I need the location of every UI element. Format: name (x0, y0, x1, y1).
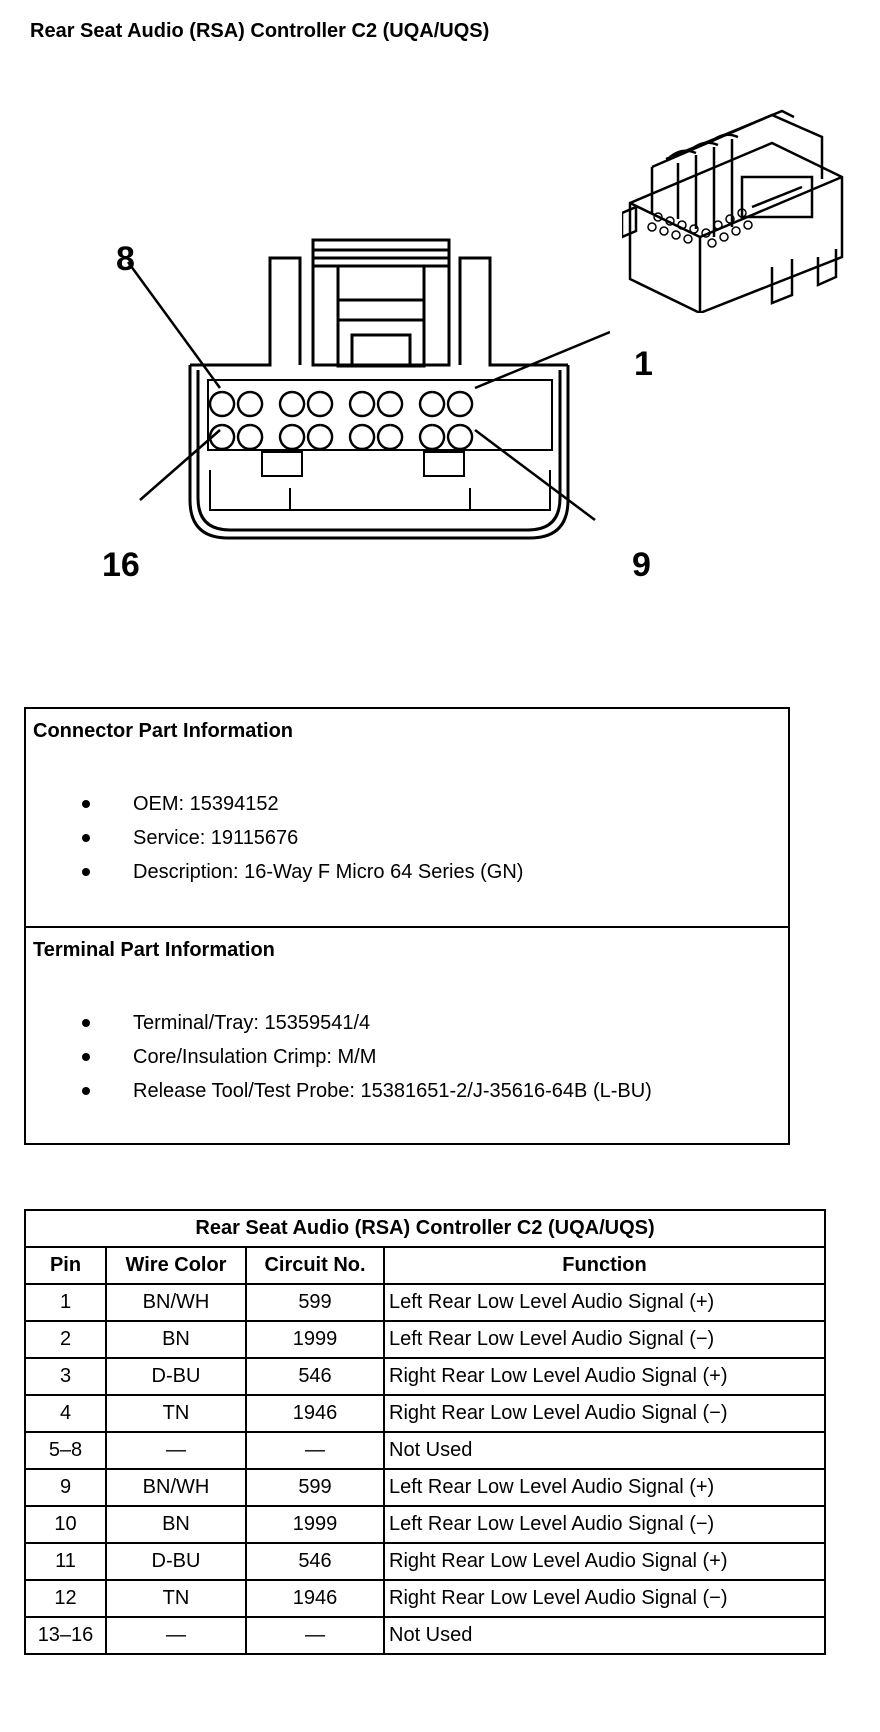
terminal-part-section: Terminal Part Information Terminal/Tray:… (26, 928, 788, 1143)
page-title: Rear Seat Audio (RSA) Controller C2 (UQA… (30, 20, 490, 42)
list-item: Core/Insulation Crimp: M/M (26, 1040, 652, 1074)
list-item: Description: 16-Way F Micro 64 Series (G… (26, 855, 523, 889)
pin-function-table: Rear Seat Audio (RSA) Controller C2 (UQA… (23, 1209, 827, 1655)
pin-label-1: 1 (634, 345, 653, 383)
bullet-icon (82, 868, 90, 876)
column-header: Function (382, 1246, 827, 1285)
pin-label-16: 16 (102, 546, 140, 584)
table-header-row: Pin Wire Color Circuit No. Function (24, 1246, 827, 1285)
column-header: Wire Color (105, 1246, 247, 1285)
terminal-part-heading: Terminal Part Information (33, 939, 275, 961)
list-item: Terminal/Tray: 15359541/4 (26, 1006, 652, 1040)
table-row: 5–8——Not Used (24, 1431, 827, 1470)
table-title-row: Rear Seat Audio (RSA) Controller C2 (UQA… (23, 1209, 827, 1248)
pin-label-9: 9 (632, 546, 651, 584)
column-header: Pin (24, 1246, 107, 1285)
table-title: Rear Seat Audio (RSA) Controller C2 (UQA… (23, 1209, 827, 1248)
terminal-part-list: Terminal/Tray: 15359541/4 Core/Insulatio… (26, 1006, 652, 1108)
connector-part-section: Connector Part Information OEM: 15394152… (26, 709, 788, 928)
list-item: Release Tool/Test Probe: 15381651-2/J-35… (26, 1074, 652, 1108)
pin-label-8: 8 (116, 240, 135, 278)
connector-part-list: OEM: 15394152 Service: 19115676 Descript… (26, 787, 523, 889)
bullet-icon (82, 800, 90, 808)
column-header: Circuit No. (245, 1246, 385, 1285)
bullet-icon (82, 1019, 90, 1027)
bullet-icon (82, 1053, 90, 1061)
part-information-box: Connector Part Information OEM: 15394152… (24, 707, 790, 1145)
table-row: 13–16——Not Used (24, 1616, 827, 1655)
connector-isometric-diagram (622, 109, 844, 313)
bullet-icon (82, 834, 90, 842)
list-item: Service: 19115676 (26, 821, 523, 855)
connector-part-heading: Connector Part Information (33, 720, 294, 742)
bullet-icon (82, 1087, 90, 1095)
connector-face-diagram (126, 238, 610, 540)
list-item: OEM: 15394152 (26, 787, 523, 821)
